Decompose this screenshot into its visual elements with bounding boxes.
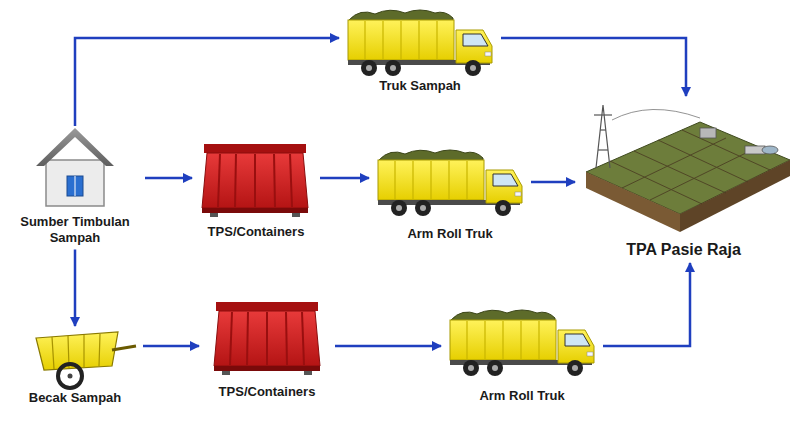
node-label: TPA Pasie Raja — [578, 240, 789, 260]
landfill-illustration — [586, 105, 790, 232]
icon-node: TPA Pasie Raja — [575, 96, 792, 263]
node-label: Becak Sampah — [8, 390, 142, 406]
flow-arrow — [74, 250, 77, 327]
container-icon — [214, 302, 320, 375]
flow-arrow — [145, 177, 192, 180]
flow-arrow — [501, 38, 686, 96]
node-label: Arm Roll Truk — [444, 388, 600, 404]
flow-arrow — [75, 38, 339, 126]
icon-node: TPS/Containers — [192, 136, 320, 243]
truck-icon — [378, 150, 522, 216]
flow-arrow — [531, 181, 575, 184]
icon-node: Becak Sampah — [7, 326, 143, 409]
container-icon — [202, 144, 308, 217]
node-label: Truk Sampah — [342, 78, 498, 94]
node-label: Sumber Timbulan Sampah — [13, 214, 137, 247]
flow-arrow — [335, 345, 441, 348]
flow-arrow — [603, 263, 690, 346]
icon-node: Arm Roll Truk — [441, 304, 603, 407]
node-label: Arm Roll Truk — [372, 226, 528, 242]
flow-arrow — [320, 177, 369, 180]
node-label: TPS/Containers — [192, 224, 320, 240]
truck-icon — [450, 310, 594, 376]
icon-node: TPS/Containers — [199, 294, 335, 403]
truck-icon — [348, 10, 492, 76]
icon-node: Truk Sampah — [339, 4, 501, 97]
icon-node: Sumber Timbulan Sampah — [5, 126, 145, 250]
icon-node: Arm Roll Truk — [369, 144, 531, 245]
house-icon — [36, 128, 114, 206]
flow-arrow — [143, 345, 199, 348]
node-label: TPS/Containers — [200, 384, 334, 400]
cart-icon — [36, 332, 136, 388]
